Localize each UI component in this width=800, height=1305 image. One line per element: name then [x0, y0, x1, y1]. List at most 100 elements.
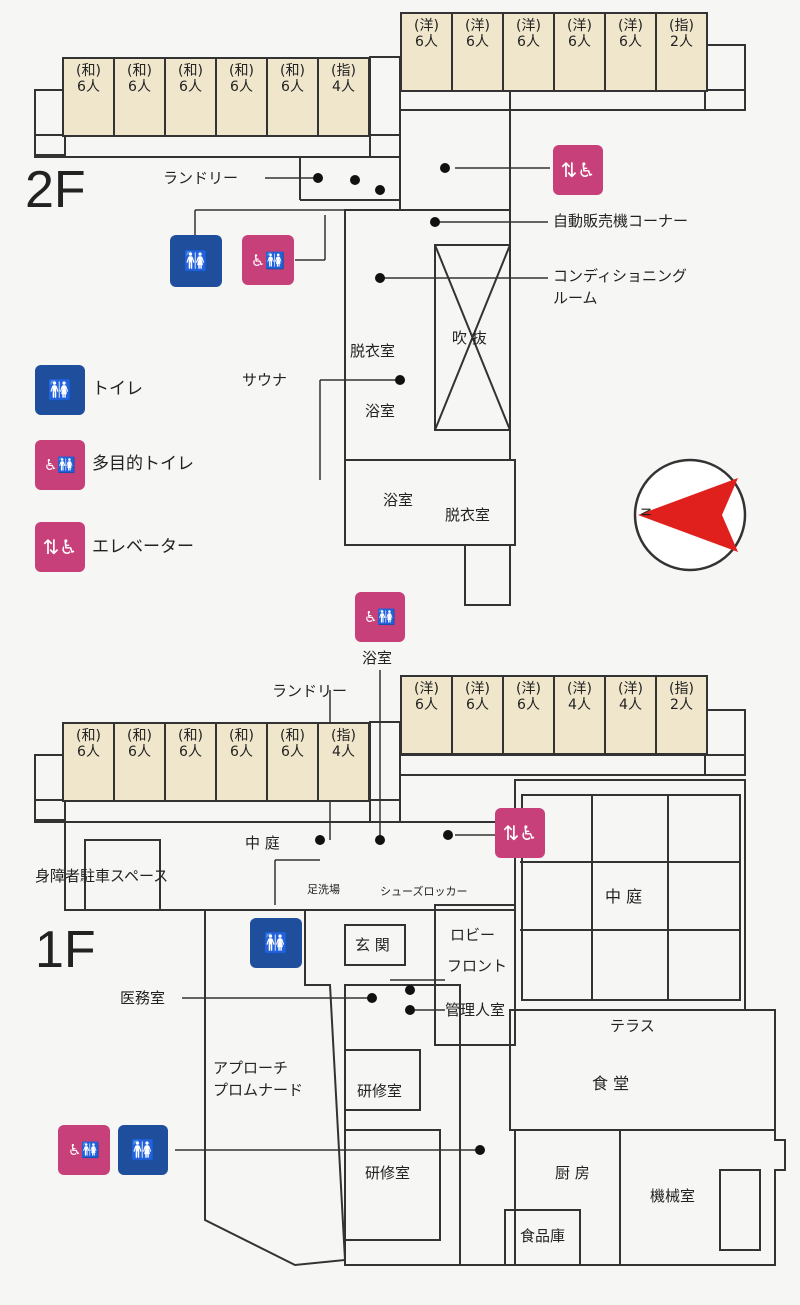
guest-room: (指)4人 [317, 57, 370, 137]
label-parking: 身障者駐車スペース [35, 867, 169, 885]
room-capacity: 6人 [128, 79, 151, 96]
guest-room: (指)4人 [317, 722, 370, 802]
label-bath-2f-2: 浴室 [383, 491, 414, 509]
room-type: (和) [229, 728, 254, 744]
label-dining: 食 堂 [592, 1074, 630, 1093]
room-type: (指) [669, 681, 694, 697]
guest-room: (指)2人 [655, 675, 708, 755]
room-capacity: 6人 [466, 34, 489, 51]
label-dressing-2f-1: 脱衣室 [350, 342, 396, 360]
room-type: (和) [280, 728, 305, 744]
room-type: (指) [331, 728, 356, 744]
room-type: (指) [669, 18, 694, 34]
room-capacity: 4人 [332, 744, 355, 761]
floor-label-1f: 1F [35, 921, 96, 979]
guest-room: (洋)6人 [400, 12, 453, 92]
legend-elevator-icon: ⇅♿ [35, 522, 85, 572]
guest-room: (和)6人 [164, 722, 217, 802]
room-capacity: 6人 [77, 744, 100, 761]
compass-north-label: N [639, 507, 654, 517]
guest-room: (指)2人 [655, 12, 708, 92]
guest-room: (和)6人 [215, 57, 268, 137]
elevator-icon: ⇅♿ [553, 145, 603, 195]
guest-room: (洋)6人 [451, 675, 504, 755]
room-capacity: 6人 [230, 744, 253, 761]
label-pantry: 食品庫 [520, 1227, 566, 1245]
room-type: (洋) [567, 18, 592, 34]
label-vending: 自動販売機コーナー [553, 212, 689, 230]
guest-room: (洋)6人 [553, 12, 606, 92]
room-type: (洋) [465, 18, 490, 34]
room-capacity: 2人 [670, 697, 693, 714]
label-conditioning: コンディショニング [553, 267, 687, 285]
room-capacity: 6人 [415, 34, 438, 51]
room-type: (和) [178, 728, 203, 744]
room-type: (和) [76, 728, 101, 744]
room-capacity: 4人 [619, 697, 642, 714]
legend-toilet-icon: 🚻 [35, 365, 85, 415]
toilet-icon-1f: 🚻 [250, 918, 302, 968]
label-courtyard: 中 庭 [605, 887, 643, 906]
toilet-icon-1f-2: 🚻 [118, 1125, 168, 1175]
label-atrium: 吹 抜 [452, 329, 487, 347]
label-entrance: 玄 関 [355, 936, 390, 954]
guest-room: (和)6人 [113, 722, 166, 802]
room-capacity: 6人 [230, 79, 253, 96]
guest-room: (和)6人 [215, 722, 268, 802]
label-sauna: サウナ [242, 371, 288, 389]
multi-toilet-icon-1f-bath: ♿🚻 [355, 592, 405, 642]
guest-room: (和)6人 [62, 722, 115, 802]
label-footwash: 足洗場 [307, 883, 340, 896]
legend-toilet-label: トイレ [92, 379, 143, 399]
room-type: (和) [229, 63, 254, 79]
label-medical: 医務室 [120, 989, 166, 1007]
label-approach: アプローチ [213, 1059, 289, 1077]
room-capacity: 4人 [568, 697, 591, 714]
room-capacity: 6人 [517, 697, 540, 714]
room-type: (洋) [414, 681, 439, 697]
room-capacity: 2人 [670, 34, 693, 51]
room-type: (指) [331, 63, 356, 79]
guest-room: (洋)6人 [502, 675, 555, 755]
room-type: (洋) [618, 681, 643, 697]
room-capacity: 6人 [128, 744, 151, 761]
room-type: (洋) [414, 18, 439, 34]
room-capacity: 6人 [77, 79, 100, 96]
legend-multi-toilet-icon: ♿🚻 [35, 440, 85, 490]
multi-toilet-icon-1f: ♿🚻 [58, 1125, 110, 1175]
label-training-2: 研修室 [365, 1164, 411, 1182]
guest-room: (洋)6人 [451, 12, 504, 92]
guest-room: (和)6人 [266, 57, 319, 137]
guest-room: (和)6人 [266, 722, 319, 802]
legend-multi-toilet-label: 多目的トイレ [92, 454, 194, 474]
guest-room: (和)6人 [113, 57, 166, 137]
label-machine: 機械室 [650, 1187, 696, 1205]
room-type: (洋) [516, 681, 541, 697]
room-type: (洋) [465, 681, 490, 697]
toilet-icon: 🚻 [170, 235, 222, 287]
room-type: (洋) [567, 681, 592, 697]
label-bath-1f: 浴室 [362, 649, 393, 667]
room-capacity: 6人 [179, 79, 202, 96]
room-capacity: 4人 [332, 79, 355, 96]
guest-room: (洋)4人 [553, 675, 606, 755]
guest-room: (洋)6人 [400, 675, 453, 755]
room-type: (和) [127, 63, 152, 79]
label-training-1: 研修室 [357, 1082, 403, 1100]
room-capacity: 6人 [466, 697, 489, 714]
guest-room: (洋)4人 [604, 675, 657, 755]
label-bath-2f-1: 浴室 [365, 402, 396, 420]
label-dressing-2f-2: 脱衣室 [445, 506, 491, 524]
label-laundry-2f: ランドリー [163, 169, 239, 187]
room-type: (和) [76, 63, 101, 79]
room-type: (和) [280, 63, 305, 79]
label-front: フロント [447, 957, 508, 975]
floor-label-2f: 2F [25, 161, 86, 219]
label-promenade: プロムナード [213, 1081, 304, 1099]
label-manager: 管理人室 [445, 1001, 506, 1019]
room-type: (洋) [618, 18, 643, 34]
label-shoe-locker: シューズロッカー [380, 885, 468, 898]
room-capacity: 6人 [281, 744, 304, 761]
room-capacity: 6人 [568, 34, 591, 51]
room-type: (和) [127, 728, 152, 744]
